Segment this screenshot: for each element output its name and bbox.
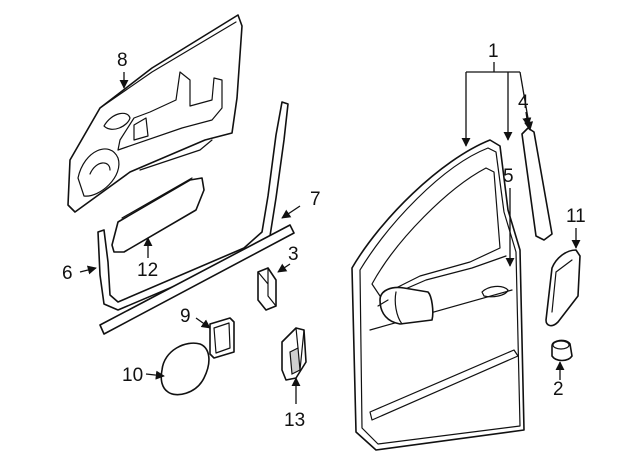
callout-3: 3 (288, 244, 299, 265)
plug (551, 339, 573, 362)
callout-4: 4 (518, 92, 529, 113)
gasket (209, 317, 235, 359)
callout-12: 12 (137, 260, 158, 281)
callout-10: 10 (122, 365, 143, 386)
belt-molding (99, 224, 295, 335)
pillar-applique (521, 127, 553, 241)
trim-cover (545, 249, 581, 327)
mirror-glass (160, 342, 210, 396)
callout-11: 11 (566, 206, 586, 227)
door-shell (351, 139, 525, 451)
door-trim-panel (67, 14, 243, 213)
callout-8: 8 (117, 50, 128, 71)
bracket (281, 327, 307, 381)
callout-9: 9 (180, 306, 191, 327)
leader-lines (79, 62, 581, 404)
callout-5: 5 (503, 166, 514, 187)
callout-2: 2 (553, 379, 564, 400)
callout-13: 13 (284, 410, 305, 431)
callout-7: 7 (310, 189, 321, 210)
callout-1: 1 (488, 41, 499, 62)
armrest-pad (111, 177, 205, 253)
clip (257, 267, 277, 311)
callout-6: 6 (62, 263, 73, 284)
callout-labels: 1 2 3 4 5 6 7 8 9 10 11 12 13 (62, 41, 586, 431)
